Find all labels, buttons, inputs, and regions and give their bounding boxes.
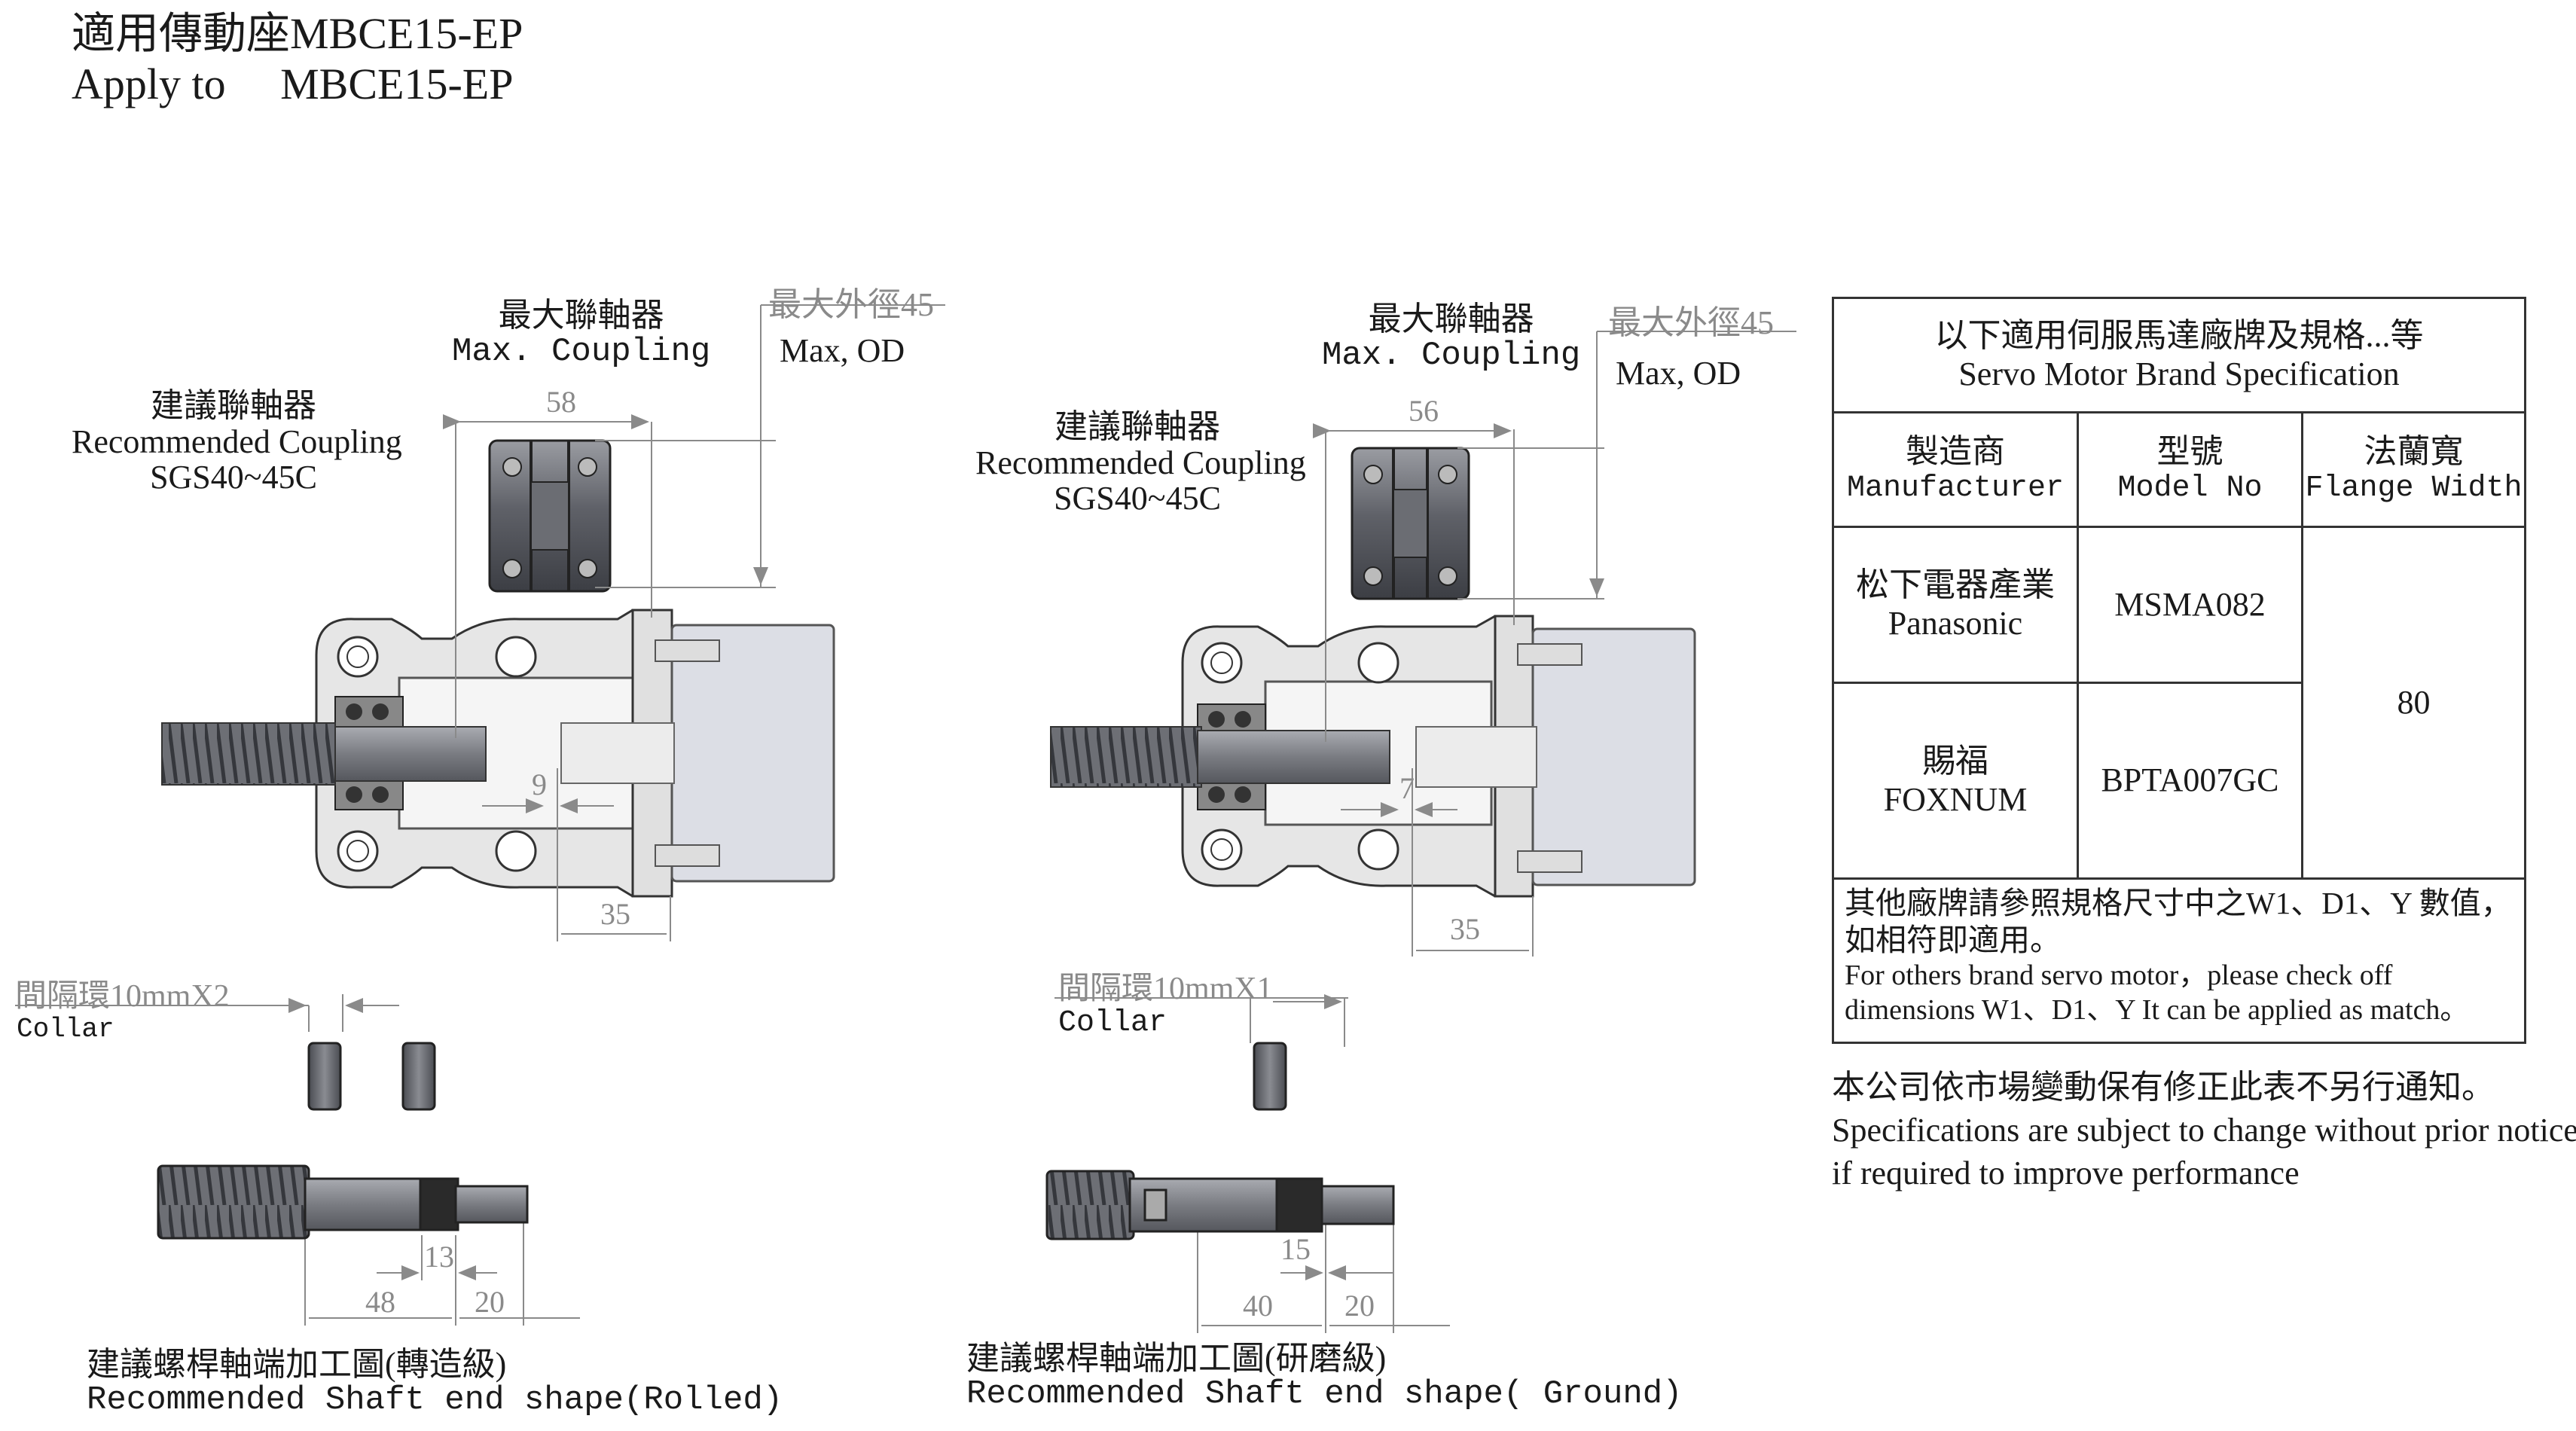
left-dim-48: 48 [365,1285,395,1319]
left-max-coupling-en: Max. Coupling [452,333,711,371]
left-shaft-end [157,1164,529,1240]
right-shaft-end [1045,1170,1395,1240]
left-shaft-en: Recommended Shaft end shape(Rolled) [87,1381,783,1419]
left-collar-en: Collar [17,1014,114,1045]
flange-width-value: 80 [2303,528,2524,880]
left-max-coupling-label: 最大聯軸器 Max. Coupling [452,297,710,371]
right-max-od-zh: 最大外徑45 [1608,304,1774,341]
left-shaft-caption: 建議螺桿軸端加工圖(轉造級) Recommended Shaft end sha… [87,1347,783,1418]
left-assembly [15,304,945,1326]
right-max-coupling-zh: 最大聯軸器 [1368,301,1534,337]
right-dim-56: 56 [1409,394,1439,428]
left-dim-58: 58 [546,385,576,419]
table-row-foxnum-maker: 賜福 FOXNUM [1834,684,2079,880]
right-shaft-zh: 建議螺桿軸端加工圖(研磨級) [966,1340,1387,1377]
right-max-od-en: Max, OD [1616,355,1741,392]
disclaimer: 本公司依市場變動保有修正此表不另行通知。 Specifications are … [1832,1066,2576,1195]
disclaimer-en-2: if required to improve performance [1832,1155,2300,1192]
right-coupling [1351,447,1470,600]
col-flange-en: Flange Width [2305,471,2523,505]
right-dim-15: 15 [1280,1232,1311,1266]
spec-note: 其他廠牌請參照規格尺寸中之W1、D1、Y 數值， 如相符即適用。 For oth… [1845,885,2512,1028]
col-header-flange: 法蘭寬 Flange Width [2303,413,2524,528]
title-en: Apply to MBCE15-EP [72,59,514,108]
right-collar-zh: 間隔環10mmX1 [1058,972,1273,1006]
right-dim-35: 35 [1450,912,1480,946]
right-assembly [1045,331,1796,1333]
col-model-en: Model No [2117,471,2263,505]
spec-header-en: Servo Motor Brand Specification [1958,355,2400,392]
left-shaft-zh: 建議螺桿軸端加工圖(轉造級) [87,1346,507,1383]
right-rec-coupling-model: SGS40~45C [1054,480,1221,517]
left-rec-coupling-model: SGS40~45C [150,459,317,496]
note-zh-1: 其他廠牌請參照規格尺寸中之W1、D1、Y 數值， [1845,886,2512,920]
left-rec-coupling-zh: 建議聯軸器 [151,387,316,424]
note-en-1: For others brand servo motor，please chec… [1845,960,2393,992]
right-dim-7: 7 [1399,771,1415,805]
right-shaft-caption: 建議螺桿軸端加工圖(研磨級) Recommended Shaft end sha… [966,1341,1683,1412]
maker-en: FOXNUM [1883,780,2028,818]
right-dim-40: 40 [1243,1289,1273,1323]
right-rec-coupling-en: Recommended Coupling [975,444,1306,481]
servo-spec-table: 以下適用伺服馬達廠牌及規格...等 Servo Motor Brand Spec… [1832,297,2526,1044]
left-collar-zh: 間隔環10mmX2 [15,979,230,1014]
right-max-coupling-label: 最大聯軸器 Max. Coupling [1322,301,1580,374]
note-zh-2: 如相符即適用。 [1845,923,2061,958]
title-zh: 適用傳動座MBCE15-EP [72,9,523,58]
table-row-panasonic-model: MSMA082 [2079,528,2303,684]
collar-2 [401,1042,436,1111]
right-recommended-coupling: 建議聯軸器 Recommended Coupling SGS40~45C [975,408,1306,517]
left-recommended-coupling: 建議聯軸器 Recommended Coupling SGS40~45C [72,387,402,496]
table-row-panasonic-maker: 松下電器產業 Panasonic [1834,528,2079,684]
left-dim-13: 13 [424,1240,454,1274]
title-block: 適用傳動座MBCE15-EP Apply to MBCE15-EP [72,9,523,109]
right-rec-coupling-zh: 建議聯軸器 [1055,408,1220,445]
maker-zh: 松下電器產業 [1856,566,2055,604]
left-coupling [488,439,612,593]
col-manufacturer-en: Manufacturer [1846,471,2065,505]
right-shaft-en: Recommended Shaft end shape( Ground) [966,1375,1683,1413]
left-max-coupling-zh: 最大聯軸器 [498,297,664,334]
disclaimer-en-1: Specifications are subject to change wit… [1832,1112,2576,1149]
spec-header-zh: 以下適用伺服馬達廠牌及規格...等 [1934,316,2424,354]
table-row-foxnum-model: BPTA007GC [2079,684,2303,880]
left-dim-9: 9 [532,767,547,801]
col-manufacturer-zh: 製造商 [1906,433,2005,471]
right-max-coupling-en: Max. Coupling [1322,337,1581,375]
note-en-2: dimensions W1、D1、Y It can be applied as … [1845,993,2469,1026]
left-dim-35: 35 [600,897,630,931]
left-rec-coupling-en: Recommended Coupling [72,423,402,460]
right-dim-20: 20 [1344,1289,1375,1323]
right-collar-en: Collar [1058,1006,1167,1040]
collar-1 [307,1042,342,1111]
col-header-model: 型號 Model No [2079,413,2303,528]
left-dim-20: 20 [475,1285,505,1319]
col-flange-zh: 法蘭寬 [2364,433,2464,471]
maker-zh: 賜福 [1922,742,1988,780]
maker-en: Panasonic [1888,605,2023,642]
spec-header: 以下適用伺服馬達廠牌及規格...等 Servo Motor Brand Spec… [1834,299,2524,413]
left-max-od-zh: 最大外徑45 [768,286,934,323]
disclaimer-zh: 本公司依市場變動保有修正此表不另行通知。 [1832,1069,2495,1106]
col-header-manufacturer: 製造商 Manufacturer [1834,413,2079,528]
left-max-od-en: Max, OD [780,332,905,369]
collar-3 [1253,1042,1287,1111]
col-model-zh: 型號 [2156,433,2223,471]
